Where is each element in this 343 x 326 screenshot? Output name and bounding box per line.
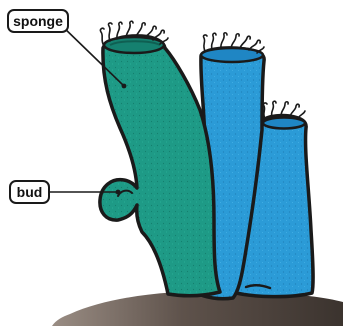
label-sponge: sponge bbox=[7, 9, 69, 33]
green-sponge-opening bbox=[104, 37, 164, 53]
blue-tube-short-opening bbox=[263, 118, 305, 129]
blue-tube-tall-opening bbox=[201, 48, 263, 62]
label-bud: bud bbox=[9, 180, 50, 204]
bud-leader-dot bbox=[116, 190, 121, 195]
sponge-leader-dot bbox=[122, 84, 127, 89]
